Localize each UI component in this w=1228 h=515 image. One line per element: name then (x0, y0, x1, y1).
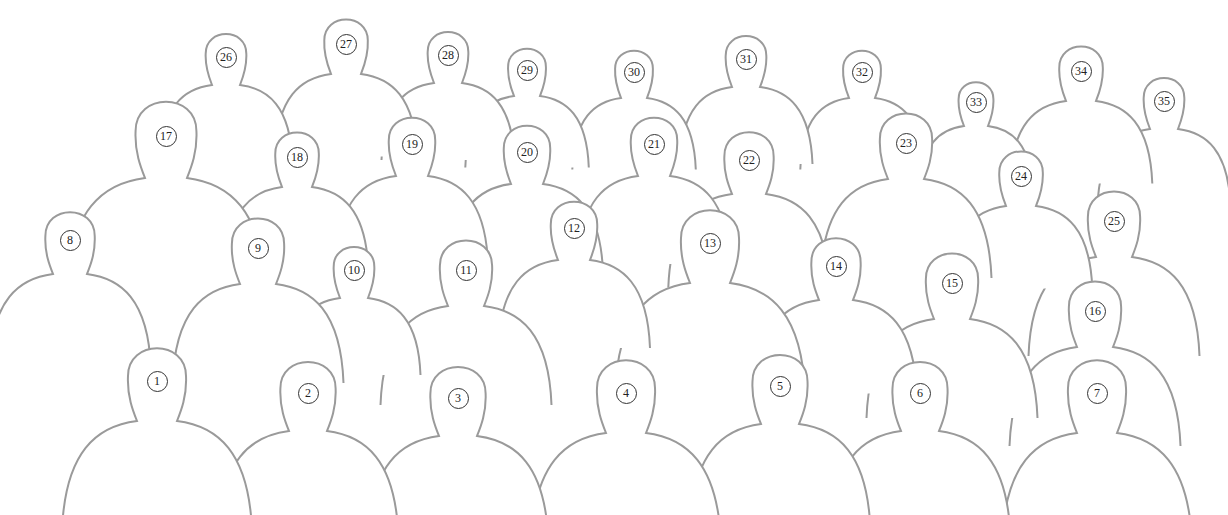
callout-number: 14 (826, 256, 847, 277)
callout-number: 26 (216, 47, 237, 68)
callout-number: 27 (336, 34, 357, 55)
person-silhouette (0, 212, 151, 367)
callout-number: 23 (896, 133, 917, 154)
callout-number: 1 (147, 371, 168, 392)
callout-number: 29 (517, 60, 538, 81)
callout-number: 3 (448, 388, 469, 409)
callout-number: 17 (156, 126, 177, 147)
callout-number: 20 (517, 142, 538, 163)
callout-number: 5 (770, 376, 791, 397)
callout-number: 13 (700, 233, 721, 254)
callout-number: 4 (616, 383, 637, 404)
callout-number: 21 (644, 134, 665, 155)
callout-number: 28 (438, 45, 459, 66)
callout-number: 25 (1104, 211, 1125, 232)
person-silhouette (690, 355, 871, 515)
callout-number: 12 (564, 218, 585, 239)
callout-number: 31 (736, 49, 757, 70)
person-silhouette (368, 367, 549, 515)
person-silhouette (578, 118, 730, 264)
callout-number: 33 (966, 92, 987, 113)
person-silhouette (531, 360, 721, 515)
callout-number: 15 (942, 273, 963, 294)
callout-number: 8 (60, 230, 81, 251)
callout-number: 34 (1071, 61, 1092, 82)
callout-number: 2 (298, 383, 319, 404)
person-silhouette (919, 82, 1033, 192)
callout-number: 32 (852, 62, 873, 83)
callout-number: 11 (456, 260, 477, 281)
callout-number: 24 (1011, 166, 1032, 187)
person-silhouette (800, 51, 924, 170)
callout-number: 9 (248, 238, 269, 259)
callout-number: 19 (402, 134, 423, 155)
callout-number: 16 (1085, 301, 1106, 322)
callout-number: 22 (739, 150, 760, 171)
person-silhouette (62, 348, 252, 515)
callout-number: 7 (1087, 383, 1108, 404)
callout-number: 30 (624, 62, 645, 83)
person-silhouette (1002, 360, 1192, 515)
callout-number: 6 (910, 383, 931, 404)
callout-number: 35 (1154, 91, 1175, 112)
person-silhouette (173, 219, 344, 383)
callout-number: 18 (287, 147, 308, 168)
callout-number: 10 (344, 260, 365, 281)
